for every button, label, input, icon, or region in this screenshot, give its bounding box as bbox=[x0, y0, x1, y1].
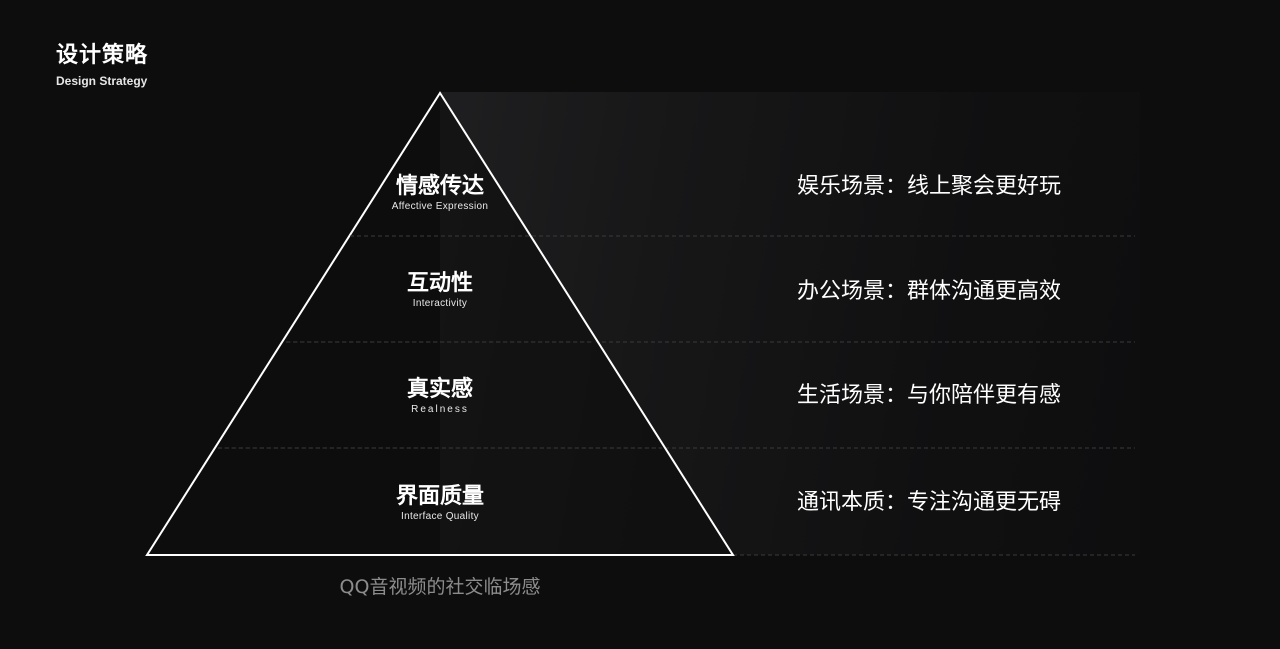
layer-affective-expression: 情感传达 Affective Expression bbox=[340, 174, 540, 213]
layer-interactivity: 互动性 Interactivity bbox=[340, 271, 540, 310]
pyramid-outline bbox=[145, 91, 735, 556]
layer-realness: 真实感 Realness bbox=[340, 377, 540, 416]
scene-office: 办公场景：群体沟通更高效 bbox=[797, 279, 1062, 304]
layer-interface-quality: 界面质量 Interface Quality bbox=[340, 484, 540, 523]
scene-entertainment: 娱乐场景：线上聚会更好玩 bbox=[797, 174, 1062, 199]
page-subtitle: Design Strategy bbox=[56, 74, 148, 88]
scene-life: 生活场景：与你陪伴更有感 bbox=[797, 383, 1062, 408]
layer-subtitle: Realness bbox=[411, 404, 469, 415]
diagram-caption: QQ音视频的社交临场感 bbox=[339, 576, 541, 598]
page-title: 设计策略 bbox=[56, 43, 149, 68]
layer-subtitle: Interactivity bbox=[412, 298, 468, 309]
scene-communication: 通讯本质：专注沟通更无碍 bbox=[797, 490, 1062, 515]
layer-subtitle: Affective Expression bbox=[391, 201, 489, 212]
layer-title: 互动性 bbox=[406, 271, 473, 296]
layer-title: 情感传达 bbox=[395, 174, 484, 199]
layer-title: 真实感 bbox=[406, 377, 473, 402]
layer-title: 界面质量 bbox=[395, 484, 484, 509]
layer-subtitle: Interface Quality bbox=[401, 511, 479, 522]
